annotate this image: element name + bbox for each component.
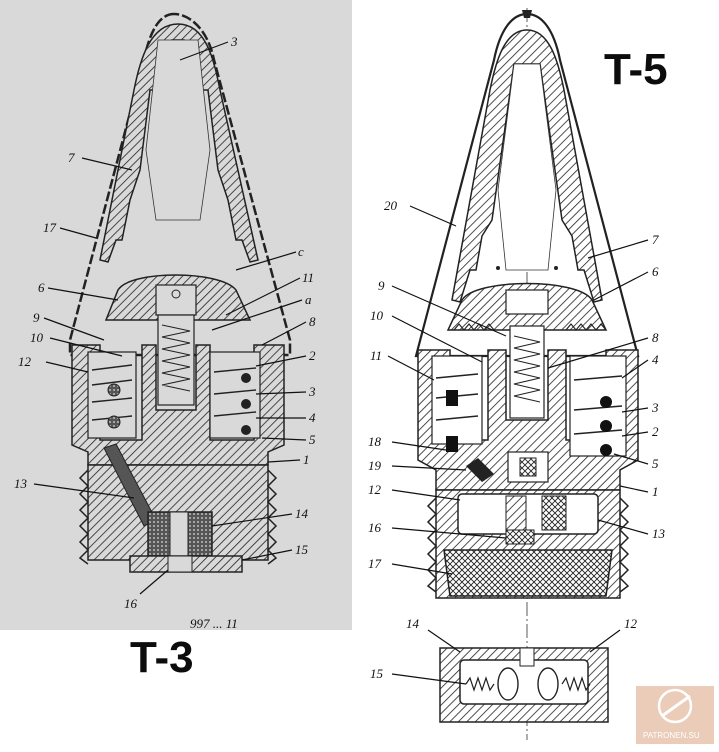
t3-title: T-3 xyxy=(130,633,194,682)
t5-detail-label-12: 12 xyxy=(624,616,638,631)
t3-label-11: 11 xyxy=(302,270,314,285)
t3-label-a: a xyxy=(305,292,312,307)
t5-label-13: 13 xyxy=(652,526,666,541)
t3-label-4: 4 xyxy=(309,410,316,425)
t5-label-7: 7 xyxy=(652,232,659,247)
t5-fuze-drawing: 20 7 6 9 10 8 4 11 3 2 18 5 19 1 12 13 1… xyxy=(368,8,666,740)
t3-label-14: 14 xyxy=(295,506,309,521)
t5-label-3: 3 xyxy=(651,400,659,415)
t3-label-2: 2 xyxy=(309,348,316,363)
t5-label-16: 16 xyxy=(368,520,382,535)
t3-label-13: 13 xyxy=(14,476,28,491)
t5-label-8: 8 xyxy=(652,330,659,345)
t5-label-5: 5 xyxy=(652,456,659,471)
t3-label-16: 16 xyxy=(124,596,138,611)
t3-label-3: 3 xyxy=(230,34,238,49)
t3-label-6: 6 xyxy=(38,280,45,295)
t5-label-4: 4 xyxy=(652,352,659,367)
t5-label-20: 20 xyxy=(384,198,398,213)
t5-label-1: 1 xyxy=(652,484,659,499)
t5-title: T-5 xyxy=(604,45,668,94)
t5-detail-label-14: 14 xyxy=(406,616,420,631)
t5-label-10: 10 xyxy=(370,308,384,323)
t3-label-7: 7 xyxy=(68,150,75,165)
t5-label-6: 6 xyxy=(652,264,659,279)
t3-label-5: 5 xyxy=(309,432,316,447)
t3-fuze-drawing: 3 7 17 c 6 11 a 9 8 10 12 2 3 4 5 1 13 1… xyxy=(14,12,316,631)
t3-label-15: 15 xyxy=(295,542,309,557)
t5-detail-label-15: 15 xyxy=(370,666,384,681)
patronen-watermark: PATRONEN.SU xyxy=(636,686,714,744)
t5-label-12: 12 xyxy=(368,482,382,497)
t5-label-19: 19 xyxy=(368,458,382,473)
t3-label-10: 10 xyxy=(30,330,44,345)
watermark-text: PATRONEN.SU xyxy=(643,731,700,740)
t3-label-1: 1 xyxy=(303,452,310,467)
t5-label-18: 18 xyxy=(368,434,382,449)
t3-label-8: 8 xyxy=(309,314,316,329)
t3-label-12: 12 xyxy=(18,354,32,369)
t3-label-9: 9 xyxy=(33,310,40,325)
t3-caption-fragment: 997 ... 11 xyxy=(190,616,238,631)
t3-label-3b: 3 xyxy=(308,384,316,399)
t3-label-c: c xyxy=(298,244,304,259)
t3-label-17: 17 xyxy=(43,220,57,235)
t5-label-11: 11 xyxy=(370,348,382,363)
watermark-logo-icon xyxy=(657,688,693,724)
t5-label-17: 17 xyxy=(368,556,382,571)
t5-label-2: 2 xyxy=(652,424,659,439)
t5-label-9: 9 xyxy=(378,278,385,293)
